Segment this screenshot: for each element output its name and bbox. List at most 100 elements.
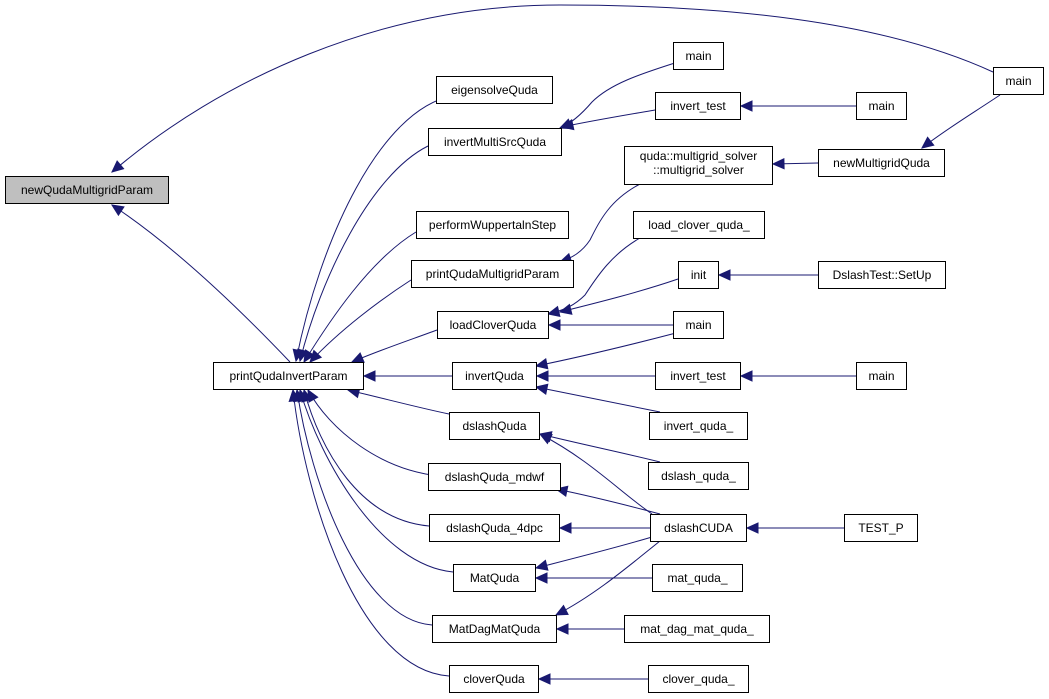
- node-dslash-quda-[interactable]: dslash_quda_: [648, 462, 749, 490]
- node-box[interactable]: [428, 128, 562, 156]
- node-cloverquda[interactable]: cloverQuda: [449, 665, 539, 693]
- node-box[interactable]: [673, 42, 724, 70]
- node-newmultigridquda[interactable]: newMultigridQuda: [818, 149, 945, 177]
- node-box[interactable]: [428, 463, 561, 491]
- node-main-e[interactable]: main: [856, 362, 907, 390]
- node-box[interactable]: [449, 665, 539, 693]
- node-label: cloverQuda: [463, 672, 525, 686]
- arrowhead-icon: [111, 160, 125, 173]
- node-main-a[interactable]: main: [993, 67, 1044, 95]
- edge-invert_quda_-to-invertQuda: [534, 383, 661, 413]
- edge-line: [539, 433, 661, 463]
- node-main-d[interactable]: main: [673, 311, 724, 339]
- node-invert-quda-[interactable]: invert_quda_: [649, 412, 748, 440]
- node-invertquda[interactable]: invertQuda: [452, 362, 537, 390]
- node-dslashcuda[interactable]: dslashCUDA: [650, 514, 747, 542]
- node-box[interactable]: [673, 311, 724, 339]
- arrowhead-icon: [535, 370, 549, 382]
- node-box[interactable]: [432, 615, 557, 643]
- node-box[interactable]: [624, 146, 773, 185]
- node-loadcloverquda[interactable]: loadCloverQuda: [437, 311, 549, 339]
- node-load-clover-quda-[interactable]: load_clover_quda_: [633, 211, 765, 239]
- node-box[interactable]: [449, 412, 540, 440]
- arrowhead-icon: [288, 388, 300, 403]
- node-box[interactable]: [453, 564, 536, 592]
- node-box[interactable]: [648, 665, 749, 693]
- node-box[interactable]: [436, 76, 553, 104]
- arrowhead-icon: [309, 349, 323, 363]
- node-box[interactable]: [678, 261, 719, 289]
- node-label: newQudaMultigridParam: [21, 183, 153, 197]
- node-performwuppertalnstep[interactable]: performWuppertalnStep: [416, 211, 569, 239]
- edge-mat_quda_-to-MatQuda: [534, 572, 652, 584]
- node-box[interactable]: [652, 564, 743, 592]
- node-dslashquda-4dpc[interactable]: dslashQuda_4dpc: [429, 514, 560, 542]
- node-box[interactable]: [633, 211, 765, 239]
- edge-line: [299, 145, 429, 362]
- node-invertmultisrcquda[interactable]: invertMultiSrcQuda: [428, 128, 562, 156]
- node-eigensolvequda[interactable]: eigensolveQuda: [436, 76, 553, 104]
- node-mat-quda-[interactable]: mat_quda_: [652, 564, 743, 592]
- node-box[interactable]: [844, 514, 918, 542]
- node-multigrid-solver[interactable]: quda::multigrid_solver::multigrid_solver: [624, 146, 773, 185]
- edge-dslashCUDA-to-dslashQuda_mdwf: [554, 485, 661, 515]
- arrowhead-icon: [558, 303, 573, 315]
- node-main-c[interactable]: main: [856, 92, 907, 120]
- node-matdagmatquda[interactable]: MatDagMatQuda: [432, 615, 557, 643]
- node-dslashquda-mdwf[interactable]: dslashQuda_mdwf: [428, 463, 561, 491]
- node-box[interactable]: [818, 149, 945, 177]
- node-label: invertQuda: [465, 369, 524, 383]
- node-printqudainvertparam[interactable]: printQudaInvertParam: [213, 362, 364, 390]
- node-label: dslashQuda: [462, 419, 526, 433]
- node-matquda[interactable]: MatQuda: [453, 564, 536, 592]
- node-mat-dag-mat-quda-[interactable]: mat_dag_mat_quda_: [624, 615, 770, 643]
- arrowhead-icon: [537, 673, 551, 685]
- arrowhead-icon: [303, 349, 315, 364]
- node-label: main: [868, 99, 894, 113]
- node-box[interactable]: [624, 615, 770, 643]
- node-box[interactable]: [452, 362, 537, 390]
- node-clover-quda-[interactable]: clover_quda_: [648, 665, 749, 693]
- node-invert-test-b[interactable]: invert_test: [655, 362, 741, 390]
- node-box[interactable]: [429, 514, 560, 542]
- edge-invert_test_a-to-invertMultiSrcQuda: [560, 109, 656, 131]
- node-box[interactable]: [818, 261, 946, 289]
- edge-cloverQuda-to-printQudaInvertParam: [288, 388, 450, 677]
- node-label: invertMultiSrcQuda: [444, 135, 546, 149]
- node-box[interactable]: [649, 412, 748, 440]
- node-box[interactable]: [437, 311, 549, 339]
- edge-TEST_P-to-dslashCUDA: [745, 522, 844, 534]
- node-box[interactable]: [655, 362, 741, 390]
- node-label: main: [685, 318, 711, 332]
- arrowhead-icon: [538, 433, 553, 445]
- node-printqudamultigridparam[interactable]: printQudaMultigridParam: [411, 260, 574, 288]
- node-dslashtest-setup[interactable]: DslashTest::SetUp: [818, 261, 946, 289]
- edge-dslashQuda_mdwf-to-printQudaInvertParam: [307, 388, 441, 477]
- node-label: ::multigrid_solver: [653, 163, 744, 177]
- arrowhead-icon: [534, 358, 549, 370]
- node-invert-test-a[interactable]: invert_test: [655, 92, 741, 120]
- node-box[interactable]: [856, 362, 907, 390]
- node-test-p[interactable]: TEST_P: [844, 514, 918, 542]
- edge-newMultigridQuda-to-multigrid_solver: [771, 157, 819, 170]
- node-init[interactable]: init: [678, 261, 719, 289]
- node-label: init: [691, 268, 707, 282]
- edge-DslashTest_SetUp-to-init: [717, 269, 818, 281]
- node-box[interactable]: [856, 92, 907, 120]
- node-box[interactable]: [648, 462, 749, 490]
- node-box[interactable]: [993, 67, 1044, 95]
- node-box[interactable]: [213, 362, 364, 390]
- node-box[interactable]: [416, 211, 569, 239]
- arrowhead-icon: [534, 572, 548, 584]
- edge-line: [303, 389, 430, 527]
- node-box[interactable]: [5, 176, 169, 204]
- node-main-b[interactable]: main: [673, 42, 724, 70]
- node-box[interactable]: [650, 514, 747, 542]
- edge-line: [292, 389, 450, 677]
- arrowhead-icon: [534, 559, 549, 571]
- node-label: mat_quda_: [667, 571, 727, 585]
- node-box[interactable]: [411, 260, 574, 288]
- node-dslashquda[interactable]: dslashQuda: [449, 412, 540, 440]
- node-newqudamultigridparam[interactable]: newQudaMultigridParam: [5, 176, 169, 204]
- node-box[interactable]: [655, 92, 741, 120]
